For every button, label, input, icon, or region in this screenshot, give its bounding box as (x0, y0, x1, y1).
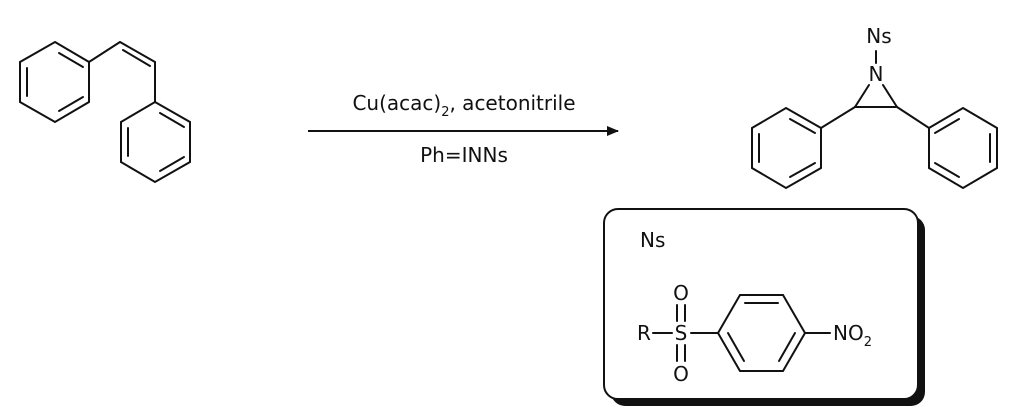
aromatic-inner-bonds (26, 52, 84, 112)
ns-substituent-label: Ns (866, 24, 891, 48)
r-group-label: R (637, 321, 651, 345)
reagent-line-1: Cu(acac)2, acetonitrile (352, 91, 575, 120)
aziridine-phenyl-bond (896, 106, 930, 129)
oxygen-bottom-label: O (673, 362, 689, 386)
reagent-line-2: Ph=INNs (420, 143, 508, 167)
sulfur-label: S (675, 321, 688, 345)
aziridine-phenyl-bond (820, 106, 856, 129)
benzene-ring (19, 40, 90, 124)
alkene-single-bond (88, 41, 121, 63)
legend-title: Ns (640, 228, 665, 252)
oxygen-top-label: O (673, 281, 689, 305)
aromatic-inner-bonds (758, 118, 816, 178)
benzene-ring (751, 106, 822, 190)
aromatic-inner-bonds (727, 302, 796, 362)
reactant-cis-stilbene (19, 40, 191, 184)
nitro-group-label: NO2 (833, 321, 872, 350)
alkene-double-bond (119, 41, 156, 67)
aromatic-inner-bonds (934, 118, 991, 178)
ns-legend-box: Ns R S O O NO2 (603, 208, 925, 406)
product-aziridine: Ns N (751, 24, 998, 190)
aziridine-nitrogen-label: N (869, 62, 884, 86)
benzene-ring (928, 106, 998, 190)
benzene-ring (120, 100, 191, 184)
reaction-arrow-group: Cu(acac)2, acetonitrile Ph=INNs (308, 91, 619, 167)
aziridine-bond (854, 84, 870, 108)
aziridine-bond (882, 84, 898, 108)
aromatic-inner-bonds (127, 112, 185, 172)
